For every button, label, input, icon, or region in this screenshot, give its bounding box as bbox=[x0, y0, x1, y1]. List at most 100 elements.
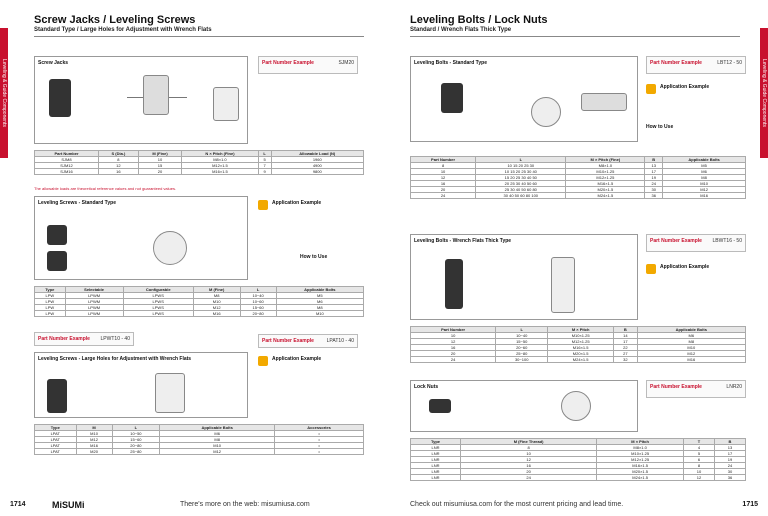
part-number-label: Part Number Example bbox=[38, 336, 90, 342]
table-cell: LPAT bbox=[34, 448, 77, 455]
part-number-value: SJM20 bbox=[338, 60, 354, 66]
box-title: Leveling Screws - Large Holes for Adjust… bbox=[38, 356, 192, 362]
leveling-screw-large-image bbox=[47, 379, 67, 413]
page-title: Screw Jacks / Leveling Screws bbox=[34, 14, 196, 26]
screw-jacks-table: Part Number S (Dia.) M (Fine) N × Pitch … bbox=[33, 150, 365, 175]
leveling-bolt-image bbox=[441, 83, 463, 113]
footer-text: There's more on the web: misumiusa.com bbox=[180, 501, 310, 508]
part-number-value: LPAT10 - 40 bbox=[326, 338, 354, 344]
part-number-label: Part Number Example bbox=[650, 60, 702, 66]
wrench-bolt-image bbox=[445, 259, 463, 309]
table-cell: M16 bbox=[636, 356, 747, 363]
table-cell: M24×1.5 bbox=[596, 474, 685, 481]
part-number-value: LNR20 bbox=[726, 384, 742, 390]
side-tab: Leveling & Guide Components bbox=[0, 28, 8, 158]
table-cell: M24×1.5 bbox=[565, 192, 646, 199]
part-number-value: LPWT10 - 40 bbox=[100, 336, 130, 342]
leveling-bolt-side-drawing bbox=[581, 93, 627, 111]
leveling-screw-drawing bbox=[153, 231, 187, 265]
title-rule bbox=[34, 36, 364, 37]
page-number: 1715 bbox=[742, 501, 758, 508]
application-icon bbox=[646, 84, 656, 94]
box-title: Screw Jacks bbox=[38, 60, 69, 66]
part-number-label: Part Number Example bbox=[650, 384, 702, 390]
table-cell: M16 bbox=[662, 192, 746, 199]
screw-jack-drawing bbox=[143, 75, 169, 115]
application-title: Application Example bbox=[660, 264, 710, 270]
table-cell: LPWM bbox=[64, 310, 124, 317]
leveling-screw-large-drawing bbox=[155, 373, 185, 413]
table-cell: 20 bbox=[137, 168, 183, 175]
table-cell: 24 bbox=[409, 356, 497, 363]
screw-jack-image bbox=[49, 79, 71, 117]
table-cell: LPW bbox=[34, 310, 66, 317]
title-rule bbox=[410, 36, 740, 37]
how-to-use-title: How to Use bbox=[646, 124, 674, 130]
table-cell: LPWS bbox=[122, 310, 194, 317]
box-title: Leveling Bolts - Standard Type bbox=[414, 60, 487, 66]
table-cell: 30 40 50 60 80 100 bbox=[475, 192, 567, 199]
application-icon bbox=[646, 264, 656, 274]
table-cell: M20 bbox=[75, 448, 113, 455]
part-number-label: Part Number Example bbox=[262, 338, 314, 344]
table-cell: 24 bbox=[409, 192, 477, 199]
right-page: Leveling & Guide Components Leveling Bol… bbox=[384, 0, 768, 516]
leveling-bolts-table: Part Number L M × Pitch (Fine) B Applica… bbox=[409, 156, 746, 199]
table-cell: 9 bbox=[257, 168, 272, 175]
side-tab: Leveling & Guide Components bbox=[760, 28, 768, 158]
table-cell: SJM16 bbox=[33, 168, 100, 175]
leveling-screw-image-2 bbox=[47, 251, 67, 271]
page-subtitle: Standard Type / Large Holes for Adjustme… bbox=[34, 27, 212, 33]
part-number-label: Part Number Example bbox=[262, 60, 314, 66]
leveling-screw-image bbox=[47, 225, 67, 245]
table-cell: 36 bbox=[644, 192, 664, 199]
table-cell: 12 bbox=[683, 474, 715, 481]
table-cell: LNR bbox=[409, 474, 462, 481]
lock-nut-image bbox=[429, 399, 451, 413]
box-title: Leveling Bolts - Wrench Flats Thick Type bbox=[414, 238, 512, 244]
table-footnote: The allowable loads are theoretical refe… bbox=[34, 186, 177, 191]
screw-jack-detail-drawing bbox=[213, 87, 239, 121]
table-cell: 9800 bbox=[270, 168, 365, 175]
part-number-example-3: Part Number Example LNR20 bbox=[646, 380, 746, 398]
table-cell: 16 bbox=[98, 168, 139, 175]
application-icon bbox=[258, 356, 268, 366]
page-title: Leveling Bolts / Lock Nuts bbox=[410, 14, 548, 26]
table-cell: 30~100 bbox=[495, 356, 549, 363]
table-cell: • bbox=[274, 448, 364, 455]
table-cell: M16 bbox=[192, 310, 241, 317]
part-number-example-2: Part Number Example LPWT10 - 40 bbox=[34, 332, 134, 346]
wrench-bolts-table: Part Number L M × Pitch B Applicable Bol… bbox=[409, 326, 747, 363]
application-title: Application Example bbox=[660, 84, 710, 90]
leveling-bolts-wrench-box: Leveling Bolts - Wrench Flats Thick Type bbox=[410, 234, 638, 320]
table-cell: 24 bbox=[460, 474, 598, 481]
table-cell: M24×1.5 bbox=[547, 356, 615, 363]
leveling-screws-table: Type Selectable Configurable M (Fine) L … bbox=[34, 286, 365, 317]
large-holes-table: Type M L Applicable Bolts Accessories LP… bbox=[34, 424, 364, 455]
footer-text: Check out misumiusa.com for the most cur… bbox=[410, 501, 624, 508]
part-number-example-1: Part Number Example SJM20 bbox=[258, 56, 358, 74]
leveling-bolt-drawing bbox=[531, 97, 561, 127]
part-number-value: LBWT16 - 50 bbox=[712, 238, 742, 244]
leveling-bolts-standard-box: Leveling Bolts - Standard Type bbox=[410, 56, 638, 142]
application-title: Application Example bbox=[272, 356, 322, 362]
application-title: Application Example bbox=[272, 200, 322, 206]
box-title: Lock Nuts bbox=[414, 384, 439, 390]
table-cell: M16×1.5 bbox=[181, 168, 259, 175]
page-number: 1714 bbox=[10, 501, 26, 508]
lock-nuts-box: Lock Nuts bbox=[410, 380, 638, 432]
table-cell: 25~80 bbox=[111, 448, 161, 455]
part-number-label: Part Number Example bbox=[650, 238, 702, 244]
part-number-value: LBT12 - 50 bbox=[717, 60, 742, 66]
table-cell: 36 bbox=[714, 474, 746, 481]
application-icon bbox=[258, 200, 268, 210]
screw-jacks-box: Screw Jacks bbox=[34, 56, 248, 144]
part-number-example-1: Part Number Example LBT12 - 50 bbox=[646, 56, 746, 74]
